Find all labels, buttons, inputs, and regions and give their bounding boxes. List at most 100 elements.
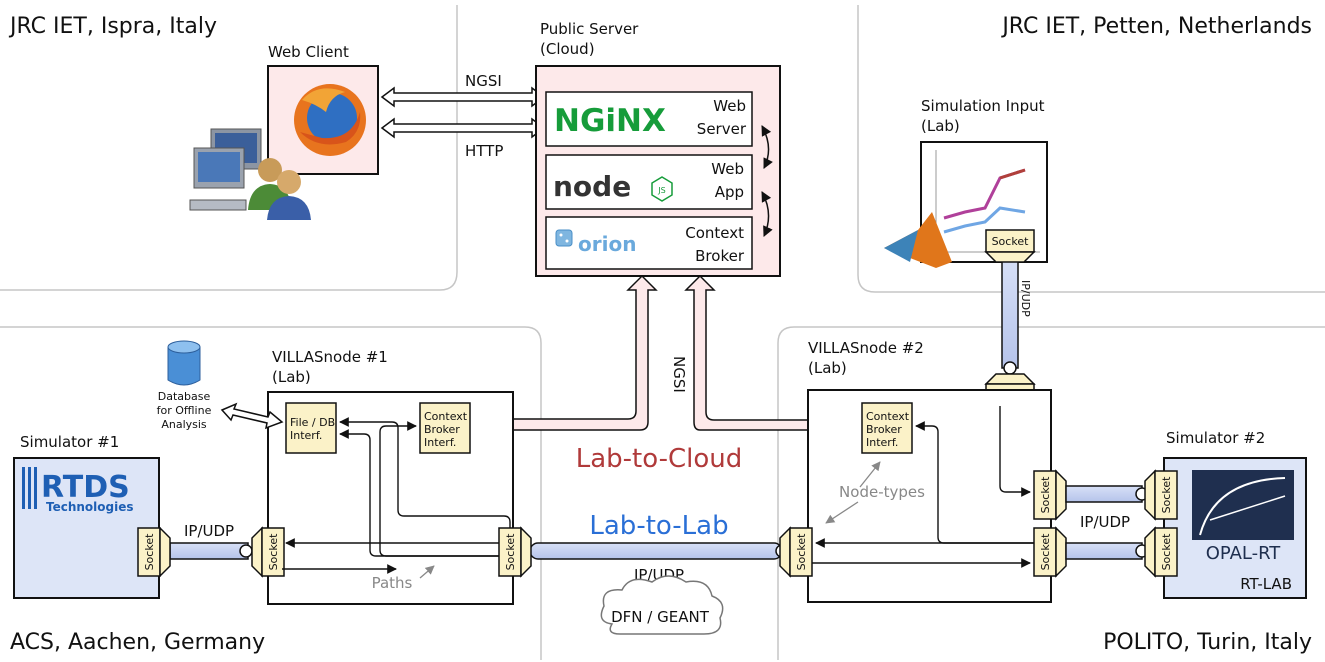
database-label-3: Analysis (161, 418, 207, 431)
paths-label: Paths (372, 574, 413, 592)
http-label: HTTP (465, 142, 503, 160)
villas2-cb-3: Interf. (866, 436, 898, 449)
villas1-title-2: (Lab) (272, 368, 311, 386)
sim2-pipe-upper (1065, 485, 1143, 503)
paths-pointer (419, 565, 435, 579)
corner-label-turin: POLITO, Turin, Italy (1103, 630, 1312, 655)
nginx-logo: NGiNX (554, 103, 666, 139)
node-box (545, 154, 753, 210)
corner-label-ispra: JRC IET, Ispra, Italy (8, 14, 217, 39)
nginx-label-2: Server (697, 120, 747, 138)
villas1-cb-2: Broker (424, 423, 460, 436)
sim-input-title-2: (Lab) (921, 117, 960, 135)
svg-text:Socket: Socket (1039, 476, 1052, 514)
orion-logo: orion (578, 232, 636, 256)
lab-to-lab-pipe (529, 542, 783, 560)
database-label-2: for Offline (157, 404, 212, 417)
villas2-paths (812, 406, 1034, 568)
orion-label-1: Context (685, 224, 744, 242)
svg-text:Socket: Socket (1160, 476, 1173, 514)
svg-text:Socket: Socket (1160, 533, 1173, 571)
villas1-paths (282, 417, 511, 574)
simulator1-title: Simulator #1 (20, 433, 119, 451)
villas1-cb-3: Interf. (424, 436, 456, 449)
database-arrow (220, 402, 284, 430)
lab-to-cloud-label: Lab-to-Cloud (576, 444, 743, 474)
cloud-label: DFN / GEANT (611, 608, 710, 626)
server-title-2: (Cloud) (540, 40, 595, 58)
network-cloud-icon (600, 575, 724, 635)
villas2-cb-2: Broker (866, 423, 902, 436)
rt-lab-label: RT-LAB (1240, 575, 1292, 593)
svg-text:Socket: Socket (143, 533, 156, 571)
node-types-label: Node-types (839, 483, 925, 501)
node-types-pointers (825, 461, 881, 524)
sim1-joint (239, 544, 253, 558)
opal-rt-logo-icon (1192, 470, 1294, 540)
ip-udp-sim2-label: IP/UDP (1080, 513, 1130, 531)
simulator1-box (13, 457, 160, 599)
sim1-pipe (169, 542, 249, 560)
client-server-arrows (380, 86, 546, 139)
node-hex-icon (651, 176, 673, 202)
nginx-box (545, 91, 753, 147)
villas2-title-1: VILLASnode #2 (808, 339, 924, 357)
villas1-cb-1: Context (424, 410, 468, 423)
socket-villas1-right: Socket (498, 526, 532, 578)
file-db-interface (285, 402, 337, 454)
socket-villas1-left: Socket (251, 526, 285, 578)
file-interf-1: File / DB (290, 416, 335, 429)
node-logo: node (553, 170, 631, 203)
lab-to-lab-label: Lab-to-Lab (589, 511, 728, 541)
villas2-title-2: (Lab) (808, 359, 847, 377)
database-icon (167, 340, 201, 386)
browser-logo-icon (294, 84, 366, 156)
opal-rt-logo: OPAL-RT (1206, 543, 1282, 564)
villas1-cb-interface (419, 402, 471, 454)
svg-text:Socket: Socket (504, 533, 517, 571)
users-computers-icon (189, 128, 311, 220)
rtds-logo: RTDS (41, 470, 130, 505)
opal-rt-arc (1199, 477, 1286, 536)
web-client-title: Web Client (268, 43, 349, 61)
svg-text:Socket: Socket (267, 533, 280, 571)
rtds-bars-icon (22, 467, 37, 509)
socket-sim2-upper: Socket (1144, 469, 1178, 521)
ip-udp-sim1-label: IP/UDP (184, 522, 234, 540)
svg-text:Socket: Socket (992, 235, 1030, 248)
region-lines (0, 5, 1325, 660)
opal-rt-line (1209, 495, 1286, 521)
lab-to-cloud-arrows (468, 274, 850, 438)
file-interf-2: Interf. (290, 429, 322, 442)
socket-villas2-right-lower: Socket (1033, 526, 1067, 578)
orion-label-2: Broker (695, 247, 745, 265)
orion-box (545, 216, 753, 270)
node-label-1: Web (711, 160, 744, 178)
node-label-2: App (715, 183, 744, 201)
petten-pipe (1001, 257, 1019, 369)
node-badge: JS (657, 186, 665, 195)
corner-label-aachen: ACS, Aachen, Germany (10, 630, 265, 655)
svg-text:Socket: Socket (795, 533, 808, 571)
server-internal-arrows (761, 125, 773, 237)
orion-cube-icon (555, 229, 573, 247)
socket-villas2-left: Socket (779, 526, 813, 578)
socket-villas2-right-upper: Socket (1033, 469, 1067, 521)
matlab-logo-icon (884, 212, 952, 268)
corner-label-petten: JRC IET, Petten, Netherlands (1000, 14, 1312, 39)
ngsi-label: NGSI (465, 72, 502, 90)
database-label-1: Database (158, 390, 211, 403)
ip-udp-vertical-label: IP/UDP (1019, 280, 1032, 317)
simulator2-title: Simulator #2 (1166, 429, 1265, 447)
server-title-1: Public Server (540, 20, 639, 38)
svg-text:Socket: Socket (1039, 533, 1052, 571)
villas2-cb-1: Context (866, 410, 910, 423)
rtds-sub: Technologies (46, 500, 134, 514)
socket-sim-input: Socket (984, 229, 1036, 263)
villas1-title-1: VILLASnode #1 (272, 348, 388, 366)
villas2-cb-interface (861, 402, 913, 454)
ngsi-vertical-label: NGSI (670, 356, 688, 393)
nginx-label-1: Web (713, 97, 746, 115)
pipe-joint (1003, 361, 1017, 375)
